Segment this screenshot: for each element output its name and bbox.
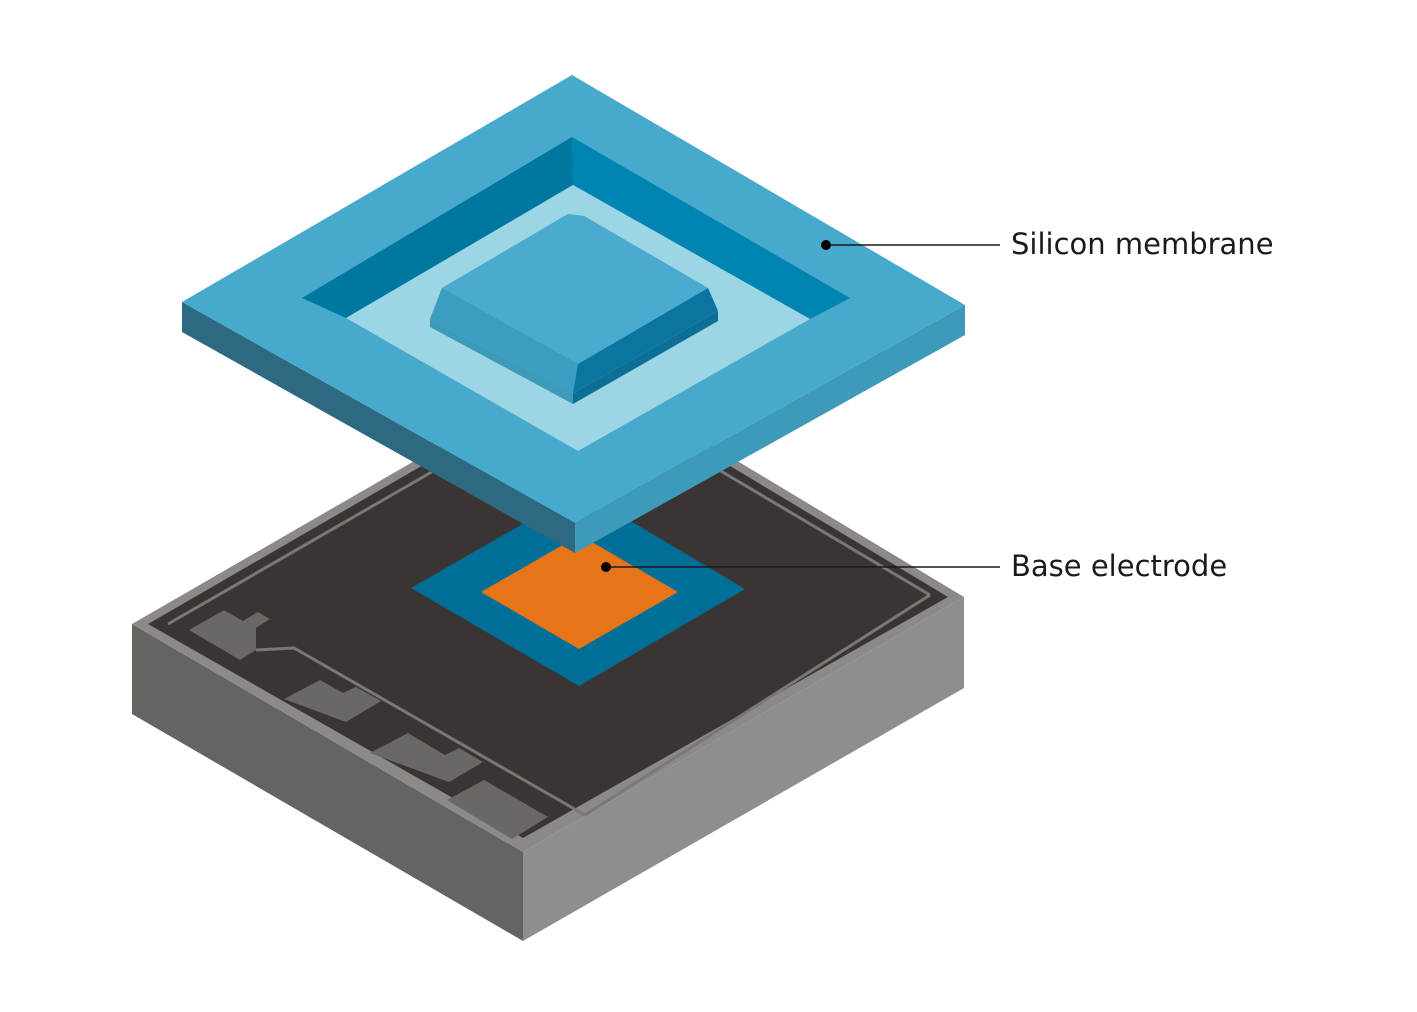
chip-contact-pads [189, 610, 548, 839]
chip-side-left [132, 624, 523, 941]
chip-side-right [523, 597, 964, 941]
electrode-pad [481, 535, 678, 649]
boss-bevel-front-left [430, 288, 578, 393]
chip-trace-line [255, 593, 931, 817]
membrane-leader-dot [821, 240, 831, 250]
membrane-inner-wall-back-left [302, 137, 573, 318]
electrode-label: Base electrode [1011, 549, 1227, 583]
contact-pad [284, 680, 381, 722]
boss-face [442, 214, 708, 364]
boss-side-left [430, 319, 573, 404]
contact-pad [447, 780, 548, 839]
electrode-leader-dot [601, 562, 611, 572]
callout-electrode: Base electrode [601, 549, 1227, 583]
membrane-side-left [182, 302, 575, 553]
membrane-side-right [575, 305, 965, 553]
contact-pad [189, 610, 270, 660]
chip-base [132, 366, 964, 941]
contact-pad [370, 733, 483, 782]
membrane-inner-wall-back-right [572, 137, 850, 319]
boss-side-right [573, 311, 718, 404]
callout-membrane: Silicon membrane [821, 227, 1274, 261]
silicon-membrane [182, 75, 965, 553]
boss-bevel-front-right [573, 288, 718, 393]
membrane-label: Silicon membrane [1011, 227, 1274, 261]
